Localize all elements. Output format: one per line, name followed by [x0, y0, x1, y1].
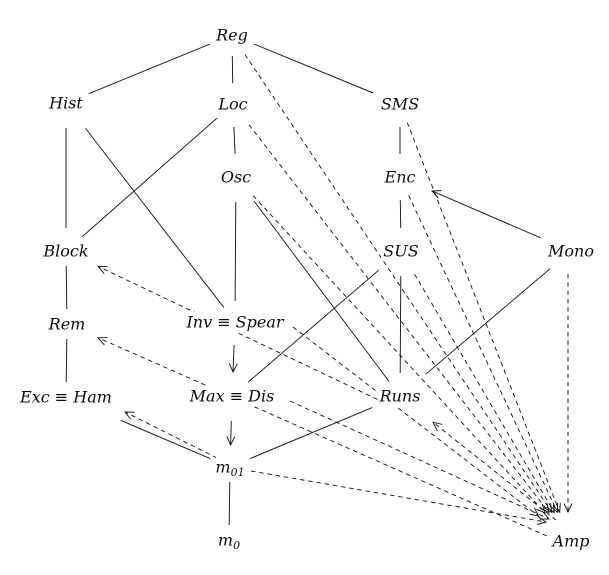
edge-MaxDis-Amp	[289, 400, 551, 520]
edge-Osc-Runs	[253, 200, 390, 382]
edge-layer	[65, 43, 573, 537]
edge-m01-m0	[228, 481, 231, 526]
node-bg-SMS	[379, 94, 421, 114]
node-label-m01: m01	[215, 458, 244, 480]
node-bg-Hist	[49, 93, 83, 113]
node-label-Amp: Amp	[551, 532, 590, 551]
node-bg-SUS	[381, 241, 421, 261]
node-label-ExcHam: Exc ≡ Ham	[19, 388, 112, 407]
edge-Osc-Amp	[252, 195, 546, 514]
edge-Reg-Amp	[244, 54, 553, 514]
edge-Block-Rem	[65, 265, 68, 310]
edge-Loc-Amp	[248, 124, 550, 514]
edge-Hist-InvSpear	[85, 128, 225, 308]
edge-Runs-Block	[97, 265, 386, 404]
node-bg-ExcHam	[13, 387, 119, 407]
edge-InvSpear-MaxDis	[228, 344, 238, 374]
node-label-InvSpear: Inv ≡ Spear	[185, 313, 284, 332]
node-bg-Reg	[216, 25, 248, 45]
node-label-SUS: SUS	[383, 242, 418, 261]
edge-Reg-SMS	[253, 43, 374, 94]
node-bg-m0	[218, 530, 240, 550]
node-bg-Osc	[219, 167, 253, 187]
edge-SMS-Amp	[406, 122, 561, 514]
edge-Loc-Osc	[233, 126, 236, 155]
node-bg-InvSpear	[180, 312, 290, 332]
node-label-Reg: Reg	[215, 26, 248, 45]
edge-Enc-Amp	[408, 195, 558, 514]
edge-InvSpear-Amp	[292, 326, 540, 517]
edge-SUS-MaxDis	[247, 269, 380, 383]
edge-Rem-ExcHam	[65, 338, 68, 383]
edge-m01-ExcHam	[124, 411, 218, 459]
node-label-MaxDis: Max ≡ Dis	[189, 387, 275, 406]
node-label-Enc: Enc	[384, 168, 416, 187]
edge-Amp-Rem	[97, 337, 548, 537]
node-bg-Loc	[217, 94, 249, 114]
node-label-Hist: Hist	[48, 94, 83, 113]
node-label-Osc: Osc	[221, 168, 251, 187]
node-bg-m01	[216, 457, 244, 477]
node-bg-Rem	[47, 314, 87, 334]
node-bg-Amp	[548, 531, 594, 551]
node-label-Loc: Loc	[217, 95, 247, 114]
edge-MaxDis-m01	[226, 420, 236, 447]
edge-m01-Runs	[249, 407, 373, 460]
node-bg-Block	[44, 241, 88, 261]
edge-Amp-Runs	[432, 421, 557, 521]
node-label-SMS: SMS	[381, 95, 419, 114]
node-bg-MaxDis	[179, 386, 285, 406]
edge-Loc-Block	[81, 117, 218, 238]
edge-m01-ExcHam	[120, 419, 211, 460]
node-label-Mono: Mono	[547, 242, 594, 261]
node-label-m0: m0	[218, 531, 240, 553]
edge-m01-Amp	[250, 470, 548, 525]
node-label-Block: Block	[42, 242, 88, 261]
node-label-Rem: Rem	[48, 315, 86, 334]
edge-Reg-Hist	[88, 43, 211, 95]
node-bg-Runs	[378, 386, 422, 406]
edge-Mono-Runs	[425, 268, 551, 375]
node-bg-Mono	[546, 241, 596, 261]
node-label-Runs: Runs	[379, 387, 421, 406]
edge-Mono-Enc	[430, 190, 541, 239]
node-bg-Enc	[382, 167, 418, 187]
edge-Osc-InvSpear	[234, 201, 237, 302]
edge-SUS-Runs	[399, 275, 402, 374]
